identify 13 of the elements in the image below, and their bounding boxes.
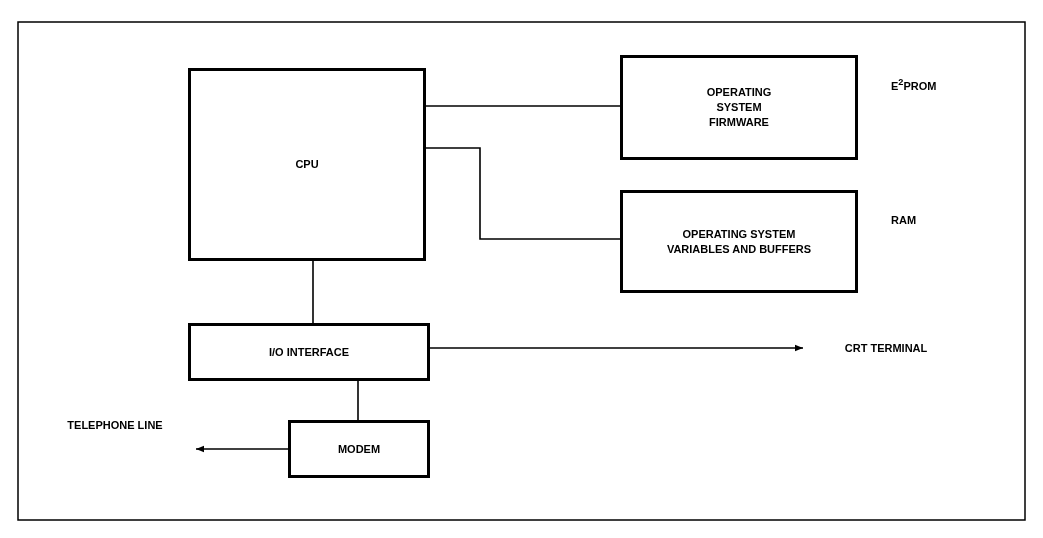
connector-line [425,147,621,240]
terminal-label: CRT TERMINAL [806,338,966,358]
memory-type-label: RAM [891,213,917,228]
line-label: TELEPHONE LINE [40,410,190,440]
arrow [429,344,804,352]
arrow [195,445,289,453]
process-box: CPU [188,68,426,261]
memory-type-label: E$^{2}$PROM [891,76,937,94]
connector-line [425,105,621,107]
process-box: MODEM [288,420,430,478]
process-box: I/O INTERFACE [188,323,430,381]
connector-line [357,380,359,421]
connector-line [312,260,314,324]
